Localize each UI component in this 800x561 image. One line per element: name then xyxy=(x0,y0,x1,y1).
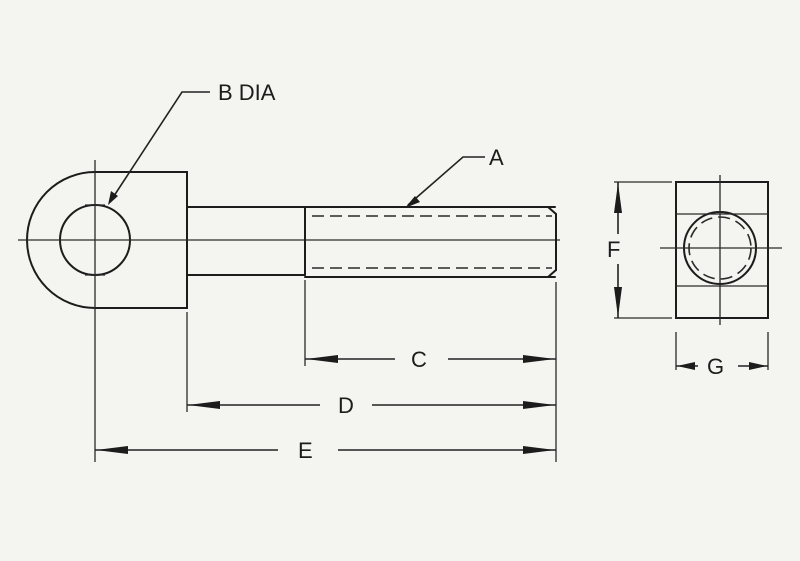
eye-outline xyxy=(26,171,188,309)
f-arrow-top xyxy=(614,183,622,213)
b-dia-leader-arrow xyxy=(108,191,118,205)
g-arrow-left xyxy=(677,362,695,370)
c-arrow-right xyxy=(523,355,555,363)
c-arrow-left xyxy=(306,355,338,363)
label-a: A xyxy=(489,145,504,170)
label-e: E xyxy=(298,438,313,463)
label-b-dia: B DIA xyxy=(218,80,276,105)
bolt-end-chamfer xyxy=(547,206,557,278)
label-g: G xyxy=(707,354,724,379)
label-f: F xyxy=(607,237,620,262)
end-view-square xyxy=(675,181,769,319)
b-dia-leader xyxy=(109,91,210,203)
label-d: D xyxy=(338,393,354,418)
eye-bolt-side-view xyxy=(18,160,560,462)
d-arrow-left xyxy=(188,401,220,409)
eye-bolt-end-view xyxy=(614,175,782,370)
label-c: C xyxy=(411,347,427,372)
dimensions xyxy=(95,280,557,462)
a-leader xyxy=(407,156,485,206)
e-arrow-left xyxy=(96,446,128,454)
dimension-labels: B DIA A C D E F G xyxy=(218,80,724,463)
a-leader-arrow xyxy=(405,196,420,208)
leaders xyxy=(108,91,485,208)
g-arrow-right xyxy=(749,362,767,370)
e-arrow-right xyxy=(523,446,555,454)
d-arrow-right xyxy=(523,401,555,409)
f-arrow-bottom xyxy=(614,287,622,317)
